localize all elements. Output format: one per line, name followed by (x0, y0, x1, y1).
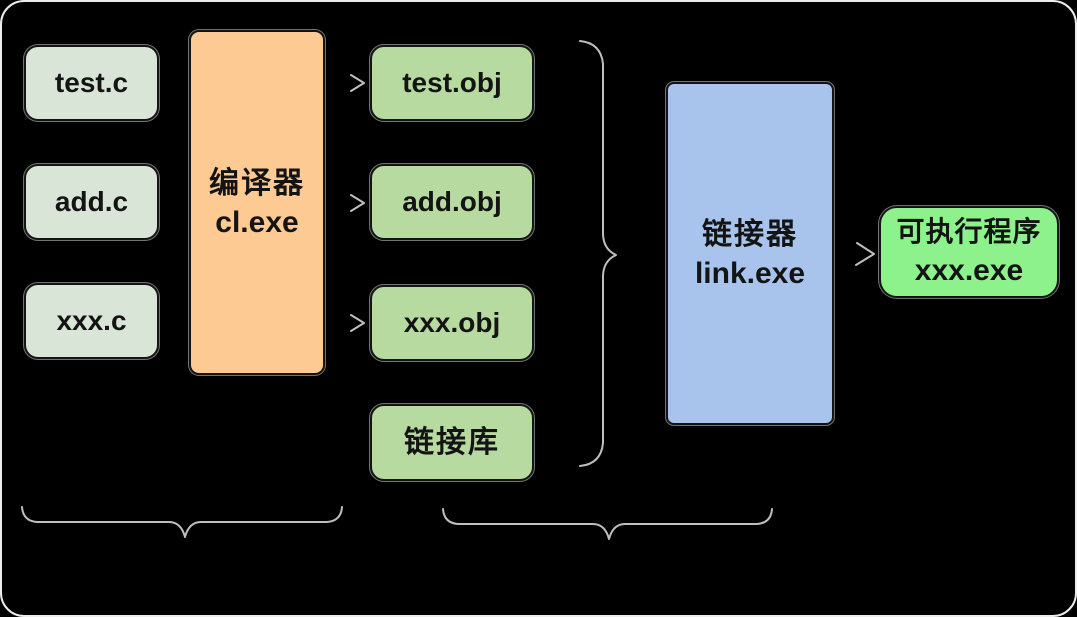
arrowhead-icon (350, 314, 365, 332)
object-file-label: xxx.obj (403, 306, 501, 338)
link-library-label: 链接库 (404, 426, 500, 459)
compile-stage-brace (21, 506, 343, 538)
source-file-node: test.c (24, 45, 159, 121)
compiler-node: 编译器 cl.exe (189, 30, 325, 375)
object-file-node: test.obj (370, 45, 534, 121)
source-file-label: test.c (54, 66, 129, 98)
link-library-node: 链接库 (370, 404, 534, 481)
executable-node: 可执行程序 xxx.exe (879, 206, 1059, 298)
linker-title: 链接器 (702, 217, 798, 251)
source-file-label: add.c (54, 185, 129, 217)
arrowhead-icon (350, 74, 365, 92)
linker-node: 链接器 link.exe (666, 82, 834, 425)
arrowhead-icon (350, 194, 365, 212)
linker-subtitle: link.exe (694, 256, 806, 290)
object-file-node: add.obj (370, 164, 534, 240)
source-file-node: xxx.c (24, 283, 159, 359)
compiler-title: 编译器 (209, 166, 305, 200)
object-file-label: add.obj (402, 185, 502, 217)
link-stage-brace (442, 508, 773, 540)
arrowhead-icon (855, 242, 875, 266)
source-file-node: add.c (24, 164, 159, 240)
executable-subtitle: xxx.exe (914, 253, 1024, 287)
compiler-subtitle: cl.exe (215, 205, 299, 239)
object-file-label: test.obj (402, 66, 502, 98)
object-group-brace (579, 40, 617, 467)
source-file-label: xxx.c (56, 304, 127, 336)
object-file-node: xxx.obj (370, 285, 534, 361)
executable-title: 可执行程序 (896, 216, 1042, 248)
